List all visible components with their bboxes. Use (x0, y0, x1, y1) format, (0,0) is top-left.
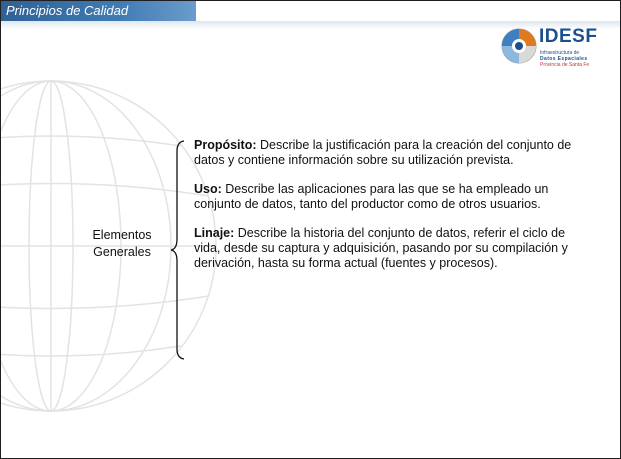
slide-title: Principios de Calidad (6, 3, 129, 18)
logo-title: IDESF (539, 26, 598, 47)
definitions-list: Propósito: Describe la justificación par… (194, 138, 574, 285)
definition-term: Uso: (194, 182, 222, 196)
header-divider (1, 21, 620, 30)
idesf-logo: IDESF Infraestructura de Datos Espaciale… (498, 23, 620, 69)
logo-subtitle: Provincia de Santa Fe (540, 62, 590, 68)
definition-item: Linaje: Describe la historia del conjunt… (194, 226, 574, 271)
group-label-line: Generales (93, 245, 151, 259)
definition-text: Describe las aplicaciones para las que s… (194, 182, 549, 211)
definition-item: Propósito: Describe la justificación par… (194, 138, 574, 168)
logo-subtitle: Infraestructura de (540, 50, 580, 56)
globe-watermark-icon (1, 80, 217, 412)
left-brace-icon (170, 140, 185, 360)
definition-term: Linaje: (194, 226, 235, 240)
definition-term: Propósito: (194, 138, 257, 152)
group-label-line: Elementos (92, 228, 152, 242)
definition-item: Uso: Describe las aplicaciones para las … (194, 182, 574, 212)
logo-subtitle: Datos Espaciales (540, 56, 588, 62)
title-bar: Principios de Calidad (1, 1, 196, 21)
idesf-globe-icon (501, 28, 537, 64)
definition-text: Describe la justificación para la creaci… (194, 138, 572, 167)
group-label: Elementos Generales (79, 227, 165, 261)
definition-text: Describe la historia del conjunto de dat… (194, 226, 568, 270)
